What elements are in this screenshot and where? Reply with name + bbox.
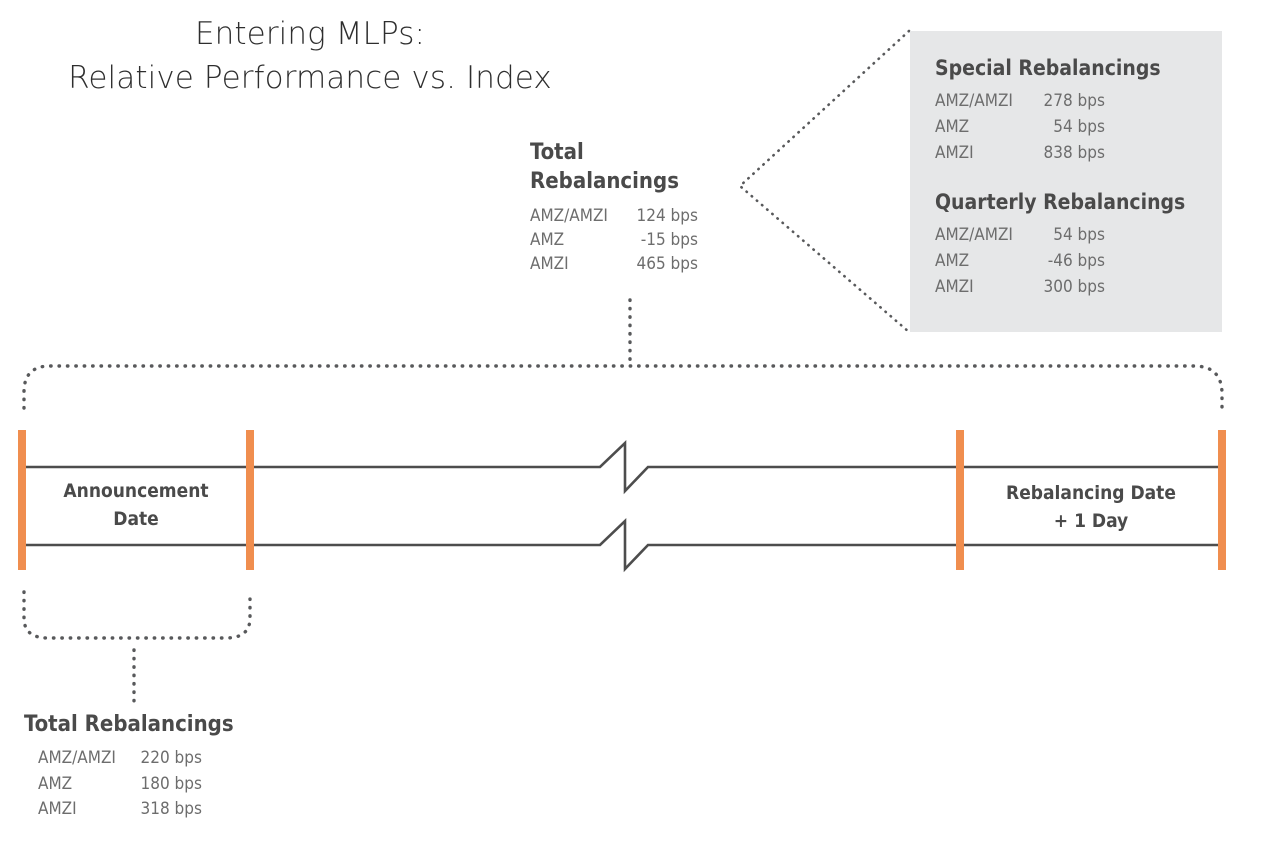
stat-label: AMZ/AMZI xyxy=(38,748,116,768)
timeline-upper-rail xyxy=(22,439,1222,495)
timeline-marker-announcement-start xyxy=(18,430,26,570)
timeline-marker-announcement-end xyxy=(246,430,254,570)
stat-value: -46 bps xyxy=(1047,251,1105,272)
table-row: AMZ/AMZI 54 bps xyxy=(935,223,1105,249)
stat-value: 220 bps xyxy=(140,748,202,768)
total-rebalancings-bottom-heading: Total Rebalancings xyxy=(24,712,234,737)
stat-value: -15 bps xyxy=(640,229,698,250)
callout-pointer-triangle xyxy=(738,29,911,334)
total-rebalancings-middle-heading: Total Rebalancings xyxy=(530,138,698,197)
page-title-line-1: Entering MLPs: xyxy=(194,16,426,52)
table-row: AMZ/AMZI 124 bps xyxy=(530,204,698,228)
stat-label: AMZI xyxy=(38,799,77,819)
stat-value: 318 bps xyxy=(140,799,202,819)
stat-label: AMZ/AMZI xyxy=(530,205,608,226)
stat-label: AMZ/AMZI xyxy=(935,225,1013,246)
page-title-line-2: Relative Performance vs. Index xyxy=(68,60,552,97)
rebalancings-detail-box: Special Rebalancings AMZ/AMZI 278 bps AM… xyxy=(910,31,1222,332)
stat-value: 278 bps xyxy=(1043,91,1105,111)
timeline-label-rebalancing-date-line-2: + 1 Day xyxy=(1053,509,1129,532)
timeline-label-announcement-date: Announcement Date xyxy=(22,478,250,533)
stat-label: AMZ xyxy=(935,116,970,137)
timeline-marker-rebalancing-plus-one xyxy=(1218,430,1226,570)
timeline-lower-rail xyxy=(22,517,1222,573)
table-row: AMZ 54 bps xyxy=(935,115,1105,141)
stat-value: 54 bps xyxy=(1053,116,1105,137)
table-row: AMZ/AMZI 220 bps xyxy=(38,746,202,772)
stat-label: AMZI xyxy=(935,277,974,298)
total-rebalancings-middle-heading-line-1: Total xyxy=(530,140,584,165)
special-rebalancings-heading: Special Rebalancings xyxy=(935,56,1161,80)
stat-label: AMZ/AMZI xyxy=(935,91,1013,111)
timeline-marker-rebalancing-date xyxy=(956,430,964,570)
top-span-bracket xyxy=(22,364,1224,412)
page-title: Entering MLPs: Relative Performance vs. … xyxy=(30,12,590,100)
bottom-span-bracket xyxy=(22,590,252,640)
total-rebalancings-middle-table: AMZ/AMZI 124 bps AMZ -15 bps AMZI 465 bp… xyxy=(530,204,698,276)
quarterly-rebalancings-heading: Quarterly Rebalancings xyxy=(935,190,1186,215)
stat-value: 300 bps xyxy=(1043,277,1105,298)
total-rebalancings-bottom-callout: Total Rebalancings AMZ/AMZI 220 bps AMZ … xyxy=(24,712,234,823)
stat-label: AMZ xyxy=(935,251,970,272)
stat-label: AMZI xyxy=(935,142,974,163)
table-row: AMZI 318 bps xyxy=(38,797,202,823)
stat-value: 54 bps xyxy=(1053,225,1105,246)
stat-value: 838 bps xyxy=(1043,142,1105,163)
table-row: AMZI 838 bps xyxy=(935,141,1105,167)
timeline-label-announcement-date-line-2: Date xyxy=(113,507,159,530)
timeline-label-announcement-date-line-1: Announcement xyxy=(63,480,209,502)
stat-value: 124 bps xyxy=(636,205,698,226)
table-row: AMZI 300 bps xyxy=(935,275,1105,301)
total-rebalancings-middle-callout: Total Rebalancings AMZ/AMZI 124 bps AMZ … xyxy=(530,138,698,276)
stat-label: AMZI xyxy=(530,253,569,274)
table-row: AMZ 180 bps xyxy=(38,772,202,798)
table-row: AMZ -15 bps xyxy=(530,228,698,252)
total-rebalancings-middle-heading-line-2: Rebalancings xyxy=(530,169,679,195)
stat-value: 180 bps xyxy=(140,773,202,794)
total-rebalancings-bottom-table: AMZ/AMZI 220 bps AMZ 180 bps AMZI 318 bp… xyxy=(38,746,202,823)
quarterly-rebalancings-table: AMZ/AMZI 54 bps AMZ -46 bps AMZI 300 bps xyxy=(935,223,1105,300)
table-row: AMZI 465 bps xyxy=(530,252,698,276)
stat-label: AMZ xyxy=(38,773,73,794)
timeline-label-rebalancing-date: Rebalancing Date + 1 Day xyxy=(960,480,1222,535)
timeline-label-rebalancing-date-line-1: Rebalancing Date xyxy=(1006,482,1176,504)
table-row: AMZ/AMZI 278 bps xyxy=(935,89,1105,115)
stat-label: AMZ xyxy=(530,229,565,250)
stat-value: 465 bps xyxy=(636,253,698,274)
table-row: AMZ -46 bps xyxy=(935,249,1105,275)
special-rebalancings-table: AMZ/AMZI 278 bps AMZ 54 bps AMZI 838 bps xyxy=(935,89,1105,166)
